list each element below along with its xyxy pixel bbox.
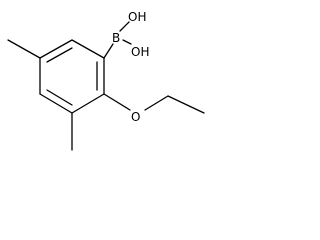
- benzene-ring: [39, 39, 105, 114]
- ether-oxygen-label: O: [131, 110, 140, 124]
- ring-bond-c4-c5-inner: [46, 89, 73, 106]
- hydroxyl-top-label: OH: [128, 10, 146, 24]
- b-oh-top-bond: [119, 21, 130, 32]
- hydroxyl-bottom-label: OH: [131, 45, 149, 59]
- ring-bond-c1-c2: [71, 39, 105, 59]
- o-ch2-bond: [144, 95, 169, 111]
- ring-bond-c2-c3: [39, 39, 73, 59]
- ring-bond-c5-c6: [71, 93, 105, 114]
- ring-bond-c4-c5: [39, 93, 73, 114]
- methyl-bond-top-left: [7, 39, 41, 59]
- boron-label: B: [112, 31, 120, 45]
- c-b-bond: [103, 43, 114, 59]
- c-o-bond: [103, 93, 131, 111]
- structure-diagram: B OH OH O: [7, 10, 205, 151]
- ring-bond-c3-c3-inner: [46, 47, 73, 63]
- ch2-ch3-bond: [167, 95, 205, 114]
- b-oh-bottom-bond: [122, 39, 132, 45]
